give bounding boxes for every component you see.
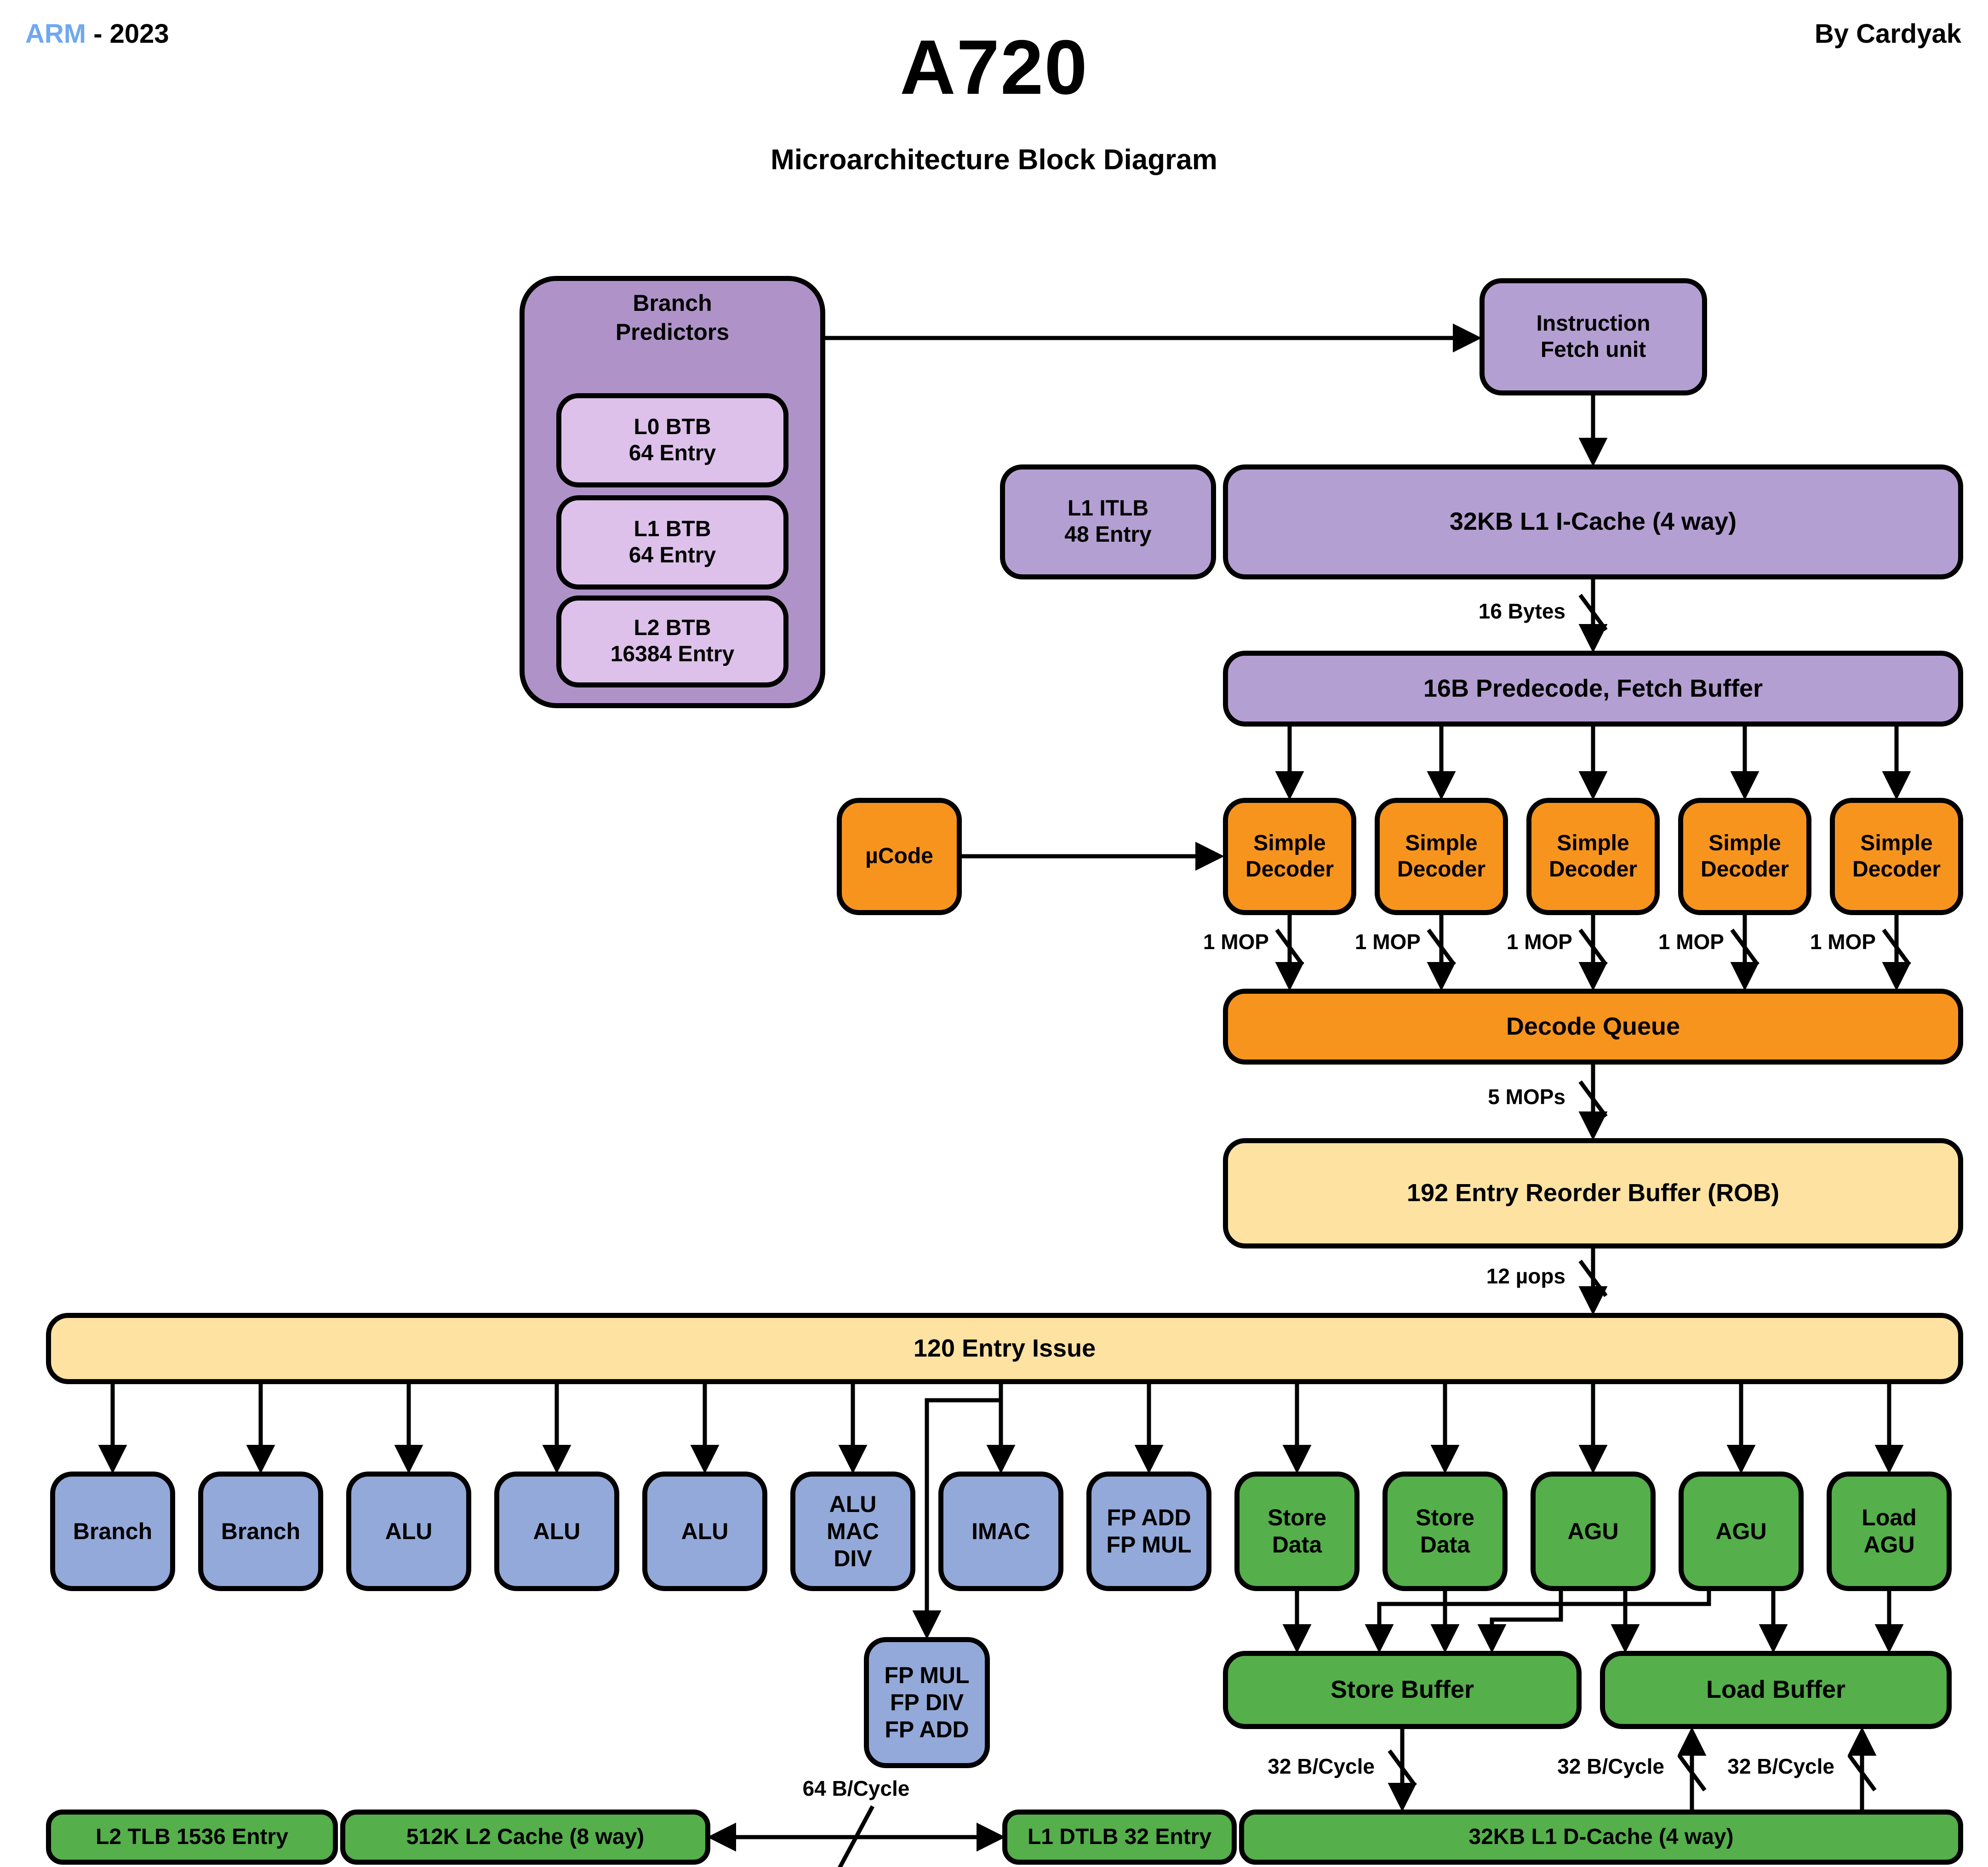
l0-btb-box: L0 BTB 64 Entry <box>556 393 788 487</box>
reorder-buffer-box: 192 Entry Reorder Buffer (ROB) <box>1223 1138 1963 1248</box>
l2-tlb-label: L2 TLB 1536 Entry <box>96 1824 288 1849</box>
l1-dcache-box: 32KB L1 D-Cache (4 way) <box>1239 1810 1963 1865</box>
brand-name: ARM <box>25 19 86 49</box>
exec-unit-imac: IMAC <box>938 1472 1063 1591</box>
l2-tlb-box: L2 TLB 1536 Entry <box>46 1810 338 1865</box>
bus-label-16-bytes: 16 Bytes <box>1478 599 1565 623</box>
page-title: A720 <box>900 24 1088 110</box>
l1-btb-box: L1 BTB 64 Entry <box>556 495 788 590</box>
exec-unit-store-data-1: Store Data <box>1234 1472 1360 1591</box>
brand-year-suffix: - 2023 <box>93 19 169 49</box>
issue-arrows <box>98 1384 1904 1639</box>
predecode-fetch-buffer-box: 16B Predecode, Fetch Buffer <box>1223 651 1963 727</box>
memory-arrows <box>707 1591 1904 1852</box>
brand-year: ARM - 2023 <box>25 18 169 49</box>
exec-unit-branch-2: Branch <box>198 1472 323 1591</box>
ucode-box: µCode <box>837 798 962 915</box>
bus-label-1-mop-1: 1 MOP <box>1203 930 1269 954</box>
l1-icache-box: 32KB L1 I-Cache (4 way) <box>1223 464 1963 579</box>
credit: By Cardyak <box>1814 19 1961 49</box>
l1-itlb-label: L1 ITLB 48 Entry <box>1064 496 1152 547</box>
bus-label-1-mop-3: 1 MOP <box>1506 930 1572 954</box>
load-buffer-box: Load Buffer <box>1600 1651 1952 1729</box>
bus-label-32-bcycle-store: 32 B/Cycle <box>1268 1754 1375 1778</box>
simple-decoder-4: Simple Decoder <box>1678 798 1811 915</box>
simple-decoder-5: Simple Decoder <box>1830 798 1963 915</box>
bus-label-5-mops: 5 MOPs <box>1488 1085 1565 1109</box>
instruction-fetch-unit-box: Instruction Fetch unit <box>1480 278 1707 395</box>
bus-label-32-bcycle-load-1: 32 B/Cycle <box>1557 1754 1664 1778</box>
store-buffer-label: Store Buffer <box>1330 1676 1474 1704</box>
bus-label-1-mop-5: 1 MOP <box>1810 930 1876 954</box>
l1-dtlb-label: L1 DTLB 32 Entry <box>1027 1824 1212 1849</box>
l2-btb-box: L2 BTB 16384 Entry <box>556 596 788 687</box>
bus-label-32-bcycle-load-2: 32 B/Cycle <box>1727 1754 1834 1778</box>
issue-queue-label: 120 Entry Issue <box>913 1334 1096 1362</box>
l1-dcache-label: 32KB L1 D-Cache (4 way) <box>1468 1824 1734 1849</box>
exec-unit-alu-3: ALU <box>642 1472 767 1591</box>
bus-label-1-mop-2: 1 MOP <box>1354 930 1421 954</box>
exec-unit-agu-1: AGU <box>1531 1472 1656 1591</box>
issue-queue-box: 120 Entry Issue <box>46 1313 1963 1384</box>
simple-decoder-1: Simple Decoder <box>1223 798 1356 915</box>
branch-predictors-title: Branch Predictors <box>615 290 730 345</box>
l2-cache-box: 512K L2 Cache (8 way) <box>340 1810 710 1865</box>
store-buffer-box: Store Buffer <box>1223 1651 1582 1729</box>
l1-dtlb-box: L1 DTLB 32 Entry <box>1002 1810 1237 1865</box>
exec-unit-alu-mac-div: ALU MAC DIV <box>790 1472 915 1591</box>
arrow-issue-to-fp-unit <box>912 1398 1001 1639</box>
reorder-buffer-label: 192 Entry Reorder Buffer (ROB) <box>1406 1179 1780 1207</box>
l2-cache-label: 512K L2 Cache (8 way) <box>406 1824 645 1849</box>
exec-unit-store-data-2: Store Data <box>1382 1472 1508 1591</box>
decode-queue-box: Decode Queue <box>1223 989 1963 1065</box>
l0-btb-label: L0 BTB 64 Entry <box>628 414 716 465</box>
fp-mul-div-add-box: FP MUL FP DIV FP ADD <box>864 1637 990 1768</box>
exec-unit-alu-1: ALU <box>346 1472 471 1591</box>
decode-queue-label: Decode Queue <box>1506 1012 1680 1040</box>
l2-btb-label: L2 BTB 16384 Entry <box>610 616 735 666</box>
exec-unit-alu-2: ALU <box>494 1472 619 1591</box>
page-subtitle: Microarchitecture Block Diagram <box>771 144 1217 176</box>
bus-width-ticks <box>838 594 1911 1867</box>
instruction-fetch-unit-label: Instruction Fetch unit <box>1536 311 1651 362</box>
load-buffer-label: Load Buffer <box>1706 1676 1845 1704</box>
exec-unit-branch-1: Branch <box>50 1472 175 1591</box>
exec-unit-agu-2: AGU <box>1679 1472 1804 1591</box>
fp-mul-div-add-label: FP MUL FP DIV FP ADD <box>884 1662 970 1742</box>
l1-btb-label: L1 BTB 64 Entry <box>628 516 716 567</box>
exec-unit-fp-add-mul: FP ADD FP MUL <box>1086 1472 1211 1591</box>
exec-unit-load-agu: Load AGU <box>1827 1472 1952 1591</box>
l1-itlb-box: L1 ITLB 48 Entry <box>1000 464 1216 579</box>
simple-decoder-3: Simple Decoder <box>1526 798 1660 915</box>
simple-decoder-2: Simple Decoder <box>1375 798 1508 915</box>
l1-icache-label: 32KB L1 I-Cache (4 way) <box>1449 508 1737 536</box>
bus-label-1-mop-4: 1 MOP <box>1658 930 1724 954</box>
ucode-label: µCode <box>865 844 933 869</box>
bus-label-12-uops: 12 µops <box>1486 1264 1565 1288</box>
bus-label-64-bcycle: 64 B/Cycle <box>802 1776 910 1800</box>
front-end-arrows <box>825 323 1911 871</box>
predecode-fetch-buffer-label: 16B Predecode, Fetch Buffer <box>1423 674 1763 702</box>
